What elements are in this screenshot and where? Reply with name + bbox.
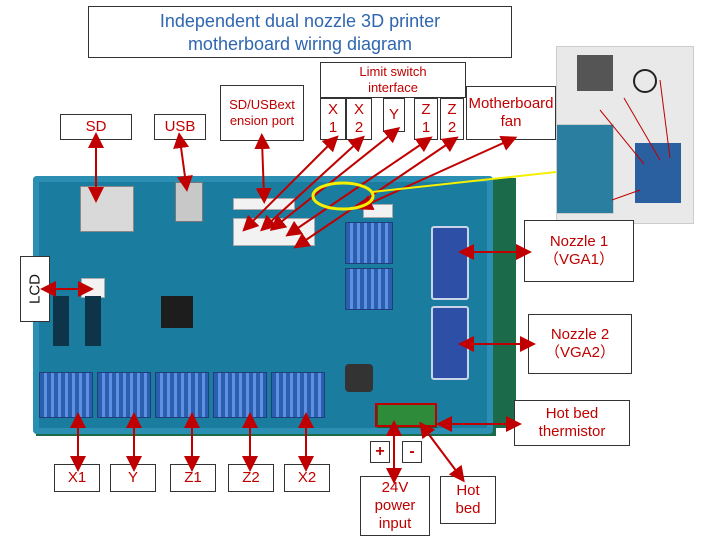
relay-board <box>635 143 681 203</box>
exp2-header <box>85 296 101 346</box>
power-terminal-outline <box>375 403 437 427</box>
label-limit-z2: Z 2 <box>440 98 464 140</box>
exp1-header <box>53 296 69 346</box>
driver-heatsink-z1 <box>155 372 209 418</box>
label-motherboard-fan: Motherboard fan <box>466 86 556 140</box>
arrow-usb <box>173 132 193 192</box>
label-24v-power: 24V power input <box>360 476 430 536</box>
nozzle-2-line-1: Nozzle 2 <box>550 326 610 343</box>
label-plus: + <box>370 441 390 463</box>
relay-wire-1 <box>599 109 645 165</box>
label-limit-y: Y <box>383 98 405 132</box>
driver-heatsink-x1 <box>39 372 93 418</box>
mcu-chip <box>161 296 193 328</box>
label-limit-switch: Limit switch interface <box>320 62 466 98</box>
sd-usb-port-text: SD/USBextension port <box>229 97 295 128</box>
nozzle-1-line-2: （VGA1） <box>543 251 615 268</box>
driver-heatsink-y <box>97 372 151 418</box>
sd-slot <box>80 186 134 232</box>
inductor <box>345 364 373 392</box>
switch-photo <box>577 55 613 91</box>
heatsink-nozzle1-b <box>345 268 393 310</box>
relay-wire-3 <box>659 79 671 159</box>
relay-wire-2 <box>623 97 661 161</box>
fan-pointer-line <box>371 171 557 193</box>
label-nozzle-1: Nozzle 1 （VGA1） <box>524 220 634 282</box>
plug-icon <box>633 69 657 93</box>
title-line-2: motherboard wiring diagram <box>187 34 413 54</box>
diagram-title: Independent dual nozzle 3D printer mothe… <box>88 6 512 58</box>
arrow-hot-bed <box>419 421 465 483</box>
fan-connector-highlight <box>311 181 375 211</box>
label-limit-z1: Z 1 <box>414 98 438 140</box>
board-thumbnail-photo <box>556 124 614 214</box>
nozzle-2-line-2: （VGA2） <box>544 344 616 361</box>
driver-heatsink-x2 <box>271 372 325 418</box>
title-line-1: Independent dual nozzle 3D printer <box>159 11 441 31</box>
driver-heatsink-z2 <box>213 372 267 418</box>
label-hotbed-thermistor: Hot bed thermistor <box>514 400 630 446</box>
arrow-sd-usb-port <box>254 133 272 204</box>
nozzle-1-line-1: Nozzle 1 <box>549 233 609 250</box>
label-hot-bed: Hot bed <box>440 476 496 524</box>
arrow-motherboard-fan <box>356 136 518 210</box>
label-nozzle-2: Nozzle 2 （VGA2） <box>528 314 632 374</box>
relay-wire-4 <box>611 189 641 201</box>
